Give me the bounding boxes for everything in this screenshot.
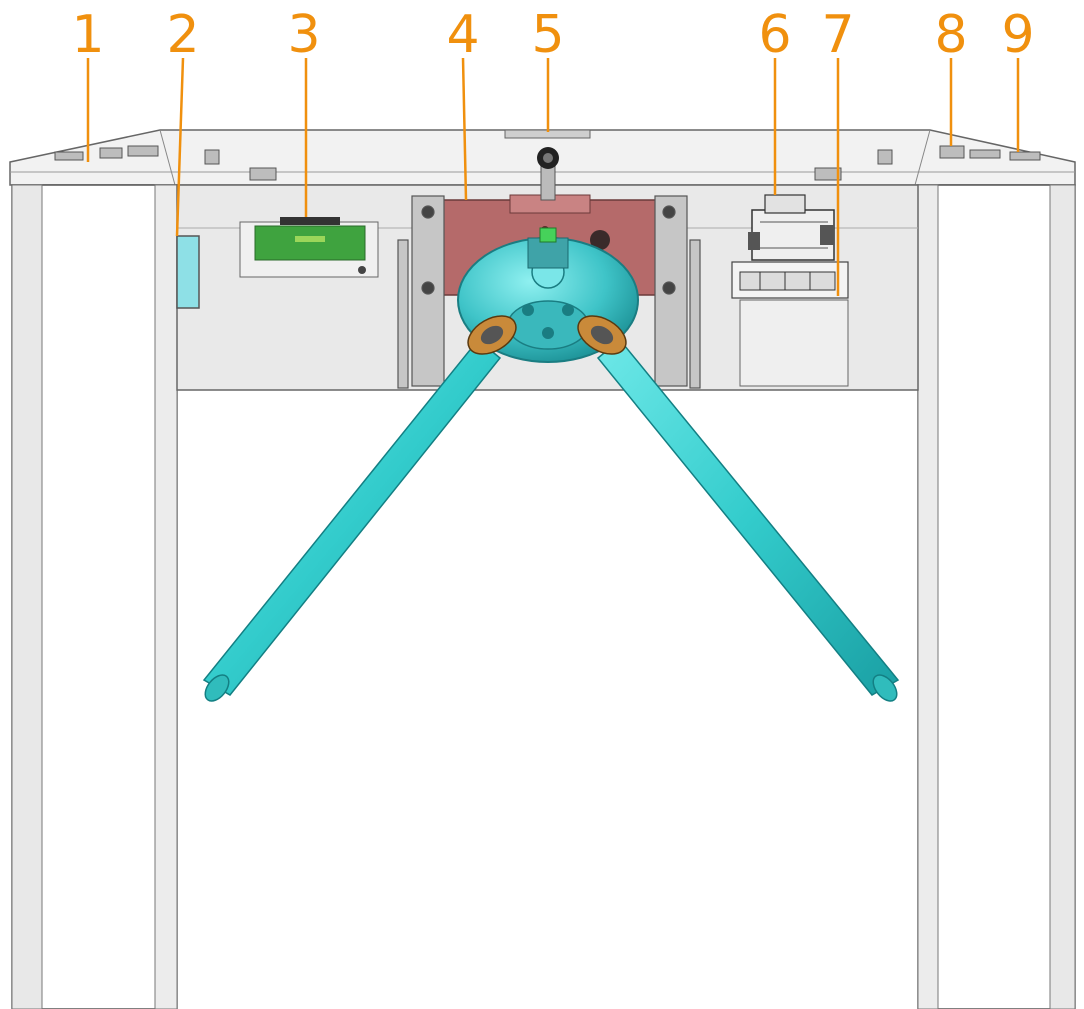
callout-3: 3: [287, 5, 320, 65]
control-board: [239, 217, 379, 278]
card-reader: [176, 235, 200, 309]
callout-6: 6: [758, 5, 791, 65]
leader-4: [461, 57, 468, 201]
guide-rails: [397, 195, 701, 389]
motor-unit: [748, 194, 835, 261]
callout-leaders: [86, 57, 1020, 296]
callout-numbers: 1 2 3 4 5 6 7 8 9: [71, 5, 1034, 65]
top-sensor: [537, 147, 559, 201]
callout-2: 2: [166, 5, 199, 65]
lid-hardware: [54, 145, 1041, 181]
callout-5: 5: [531, 5, 564, 65]
callout-8: 8: [934, 5, 967, 65]
leader-2: [175, 57, 185, 237]
right-post: [917, 184, 1076, 1009]
callout-1: 1: [71, 5, 104, 65]
right-arm: [596, 338, 900, 702]
callout-7: 7: [821, 5, 854, 65]
rotor-hub: [457, 227, 639, 363]
callout-4: 4: [446, 5, 479, 65]
left-arm: [202, 338, 502, 702]
power-box: [731, 261, 849, 387]
left-post: [11, 184, 178, 1009]
callout-9: 9: [1001, 5, 1034, 65]
